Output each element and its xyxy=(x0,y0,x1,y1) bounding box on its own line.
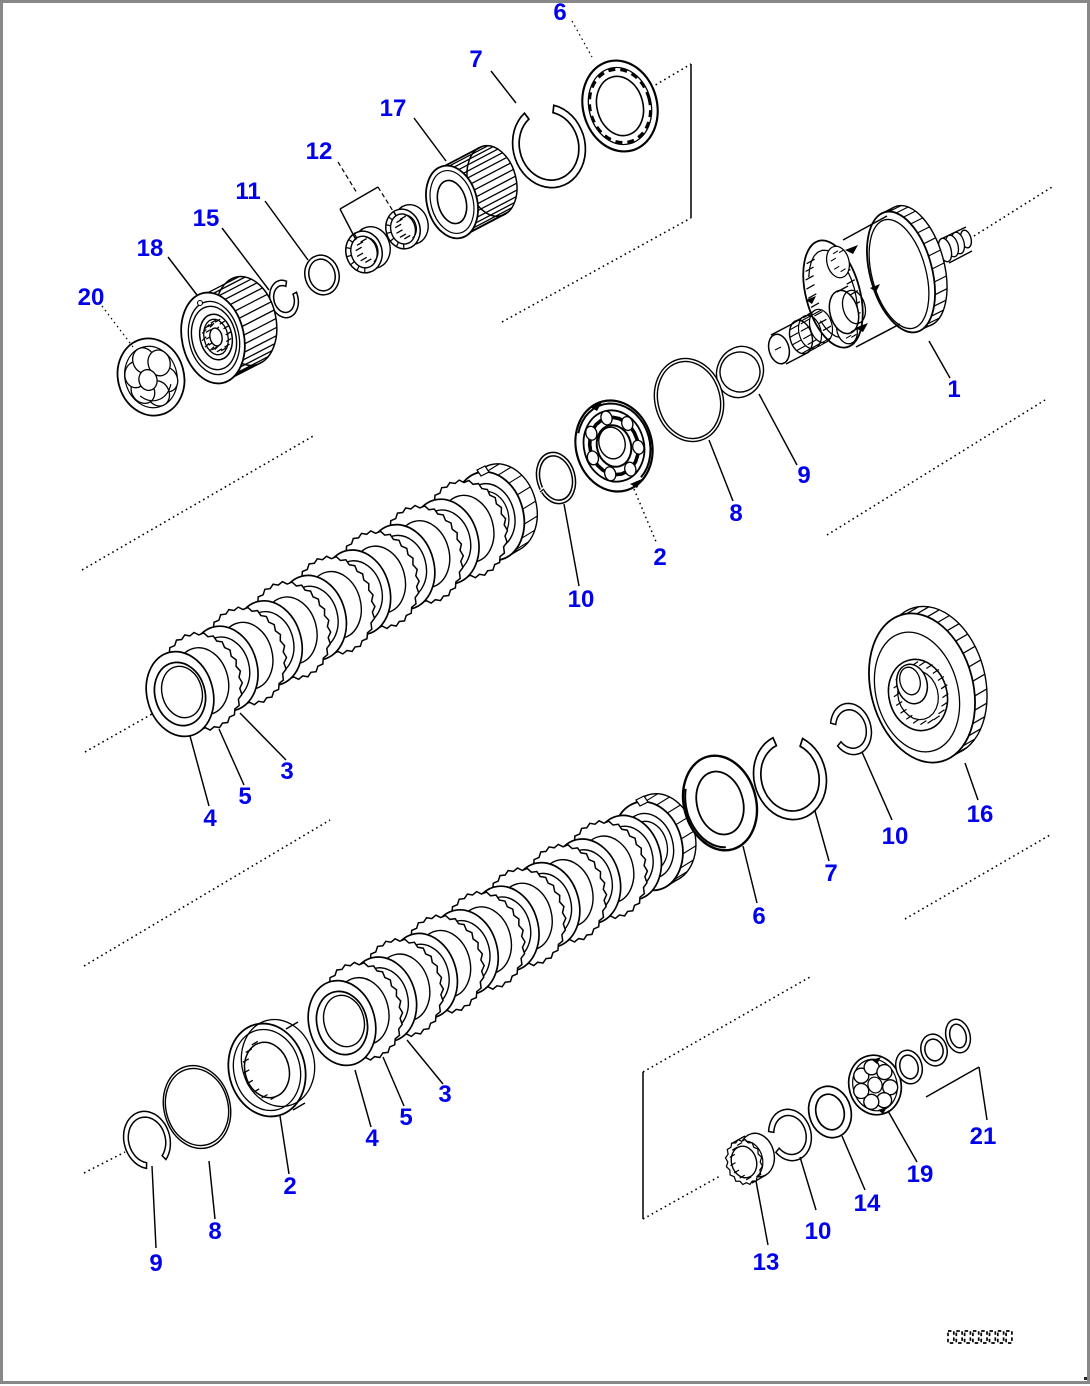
svg-text:19: 19 xyxy=(907,1161,934,1188)
svg-text:14: 14 xyxy=(854,1190,881,1217)
svg-text:10: 10 xyxy=(882,823,909,850)
svg-text:20: 20 xyxy=(78,284,105,311)
svg-text:12: 12 xyxy=(306,138,333,165)
svg-text:17: 17 xyxy=(380,95,407,122)
svg-text:15: 15 xyxy=(193,205,220,232)
svg-text:16: 16 xyxy=(967,801,994,828)
svg-text:1: 1 xyxy=(947,376,960,403)
svg-text:5: 5 xyxy=(399,1104,412,1131)
svg-text:21: 21 xyxy=(970,1123,997,1150)
svg-text:8: 8 xyxy=(729,500,742,527)
svg-text:11: 11 xyxy=(235,178,260,205)
svg-text:7: 7 xyxy=(824,860,837,887)
svg-text:8: 8 xyxy=(208,1218,221,1245)
svg-text:3: 3 xyxy=(280,758,293,785)
svg-text:3: 3 xyxy=(438,1081,451,1108)
svg-text:13: 13 xyxy=(753,1249,780,1276)
svg-text:5: 5 xyxy=(238,783,251,810)
svg-text:6: 6 xyxy=(553,3,566,26)
svg-text:18: 18 xyxy=(137,235,164,262)
svg-text:10: 10 xyxy=(805,1218,832,1245)
svg-text:2: 2 xyxy=(283,1173,296,1200)
svg-text:4: 4 xyxy=(203,805,217,832)
svg-text:4: 4 xyxy=(365,1125,379,1152)
svg-text:2: 2 xyxy=(653,544,666,571)
svg-text:9: 9 xyxy=(797,462,810,489)
svg-text:7: 7 xyxy=(469,46,482,73)
svg-text:9: 9 xyxy=(149,1250,162,1277)
svg-text:6: 6 xyxy=(752,903,765,930)
svg-text:10: 10 xyxy=(568,586,595,613)
